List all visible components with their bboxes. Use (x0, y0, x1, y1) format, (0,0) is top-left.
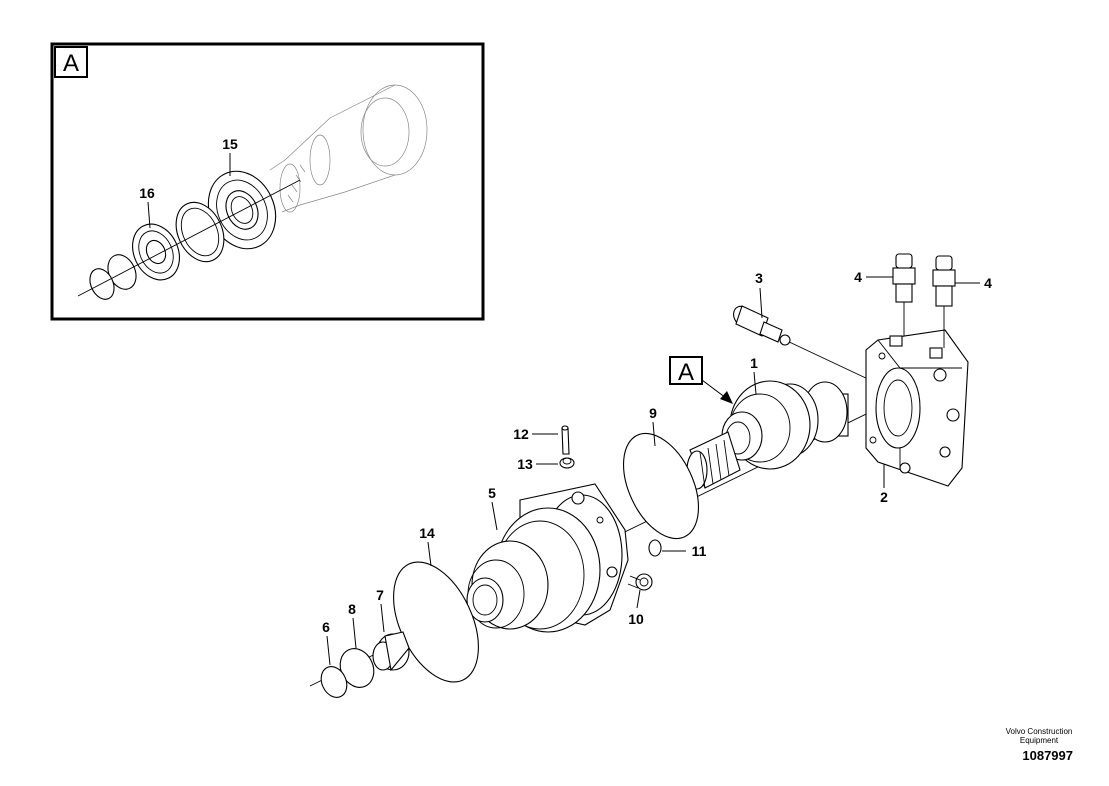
callout-11: 11 (692, 543, 707, 559)
publisher-name: Volvo Construction Equipment (1005, 727, 1073, 745)
callout-2: 2 (880, 489, 888, 505)
nut-13 (559, 457, 575, 469)
callout-4-right: 4 (984, 275, 992, 291)
section-a-label: A (669, 356, 733, 404)
callout-16: 16 (139, 185, 155, 201)
callout-10: 10 (628, 611, 644, 627)
seal-7 (372, 631, 410, 672)
callout-12: 12 (513, 426, 529, 442)
pin-12 (561, 425, 570, 455)
bearing-16 (132, 223, 180, 281)
callout-8: 8 (348, 601, 356, 617)
callout-13: 13 (517, 456, 533, 472)
callout-3: 3 (755, 270, 763, 286)
callout-1: 1 (750, 355, 758, 371)
snap-ring-6 (320, 666, 348, 698)
sensor-3 (733, 305, 791, 346)
cartridge-valve-left (892, 253, 916, 336)
bolt-10 (627, 573, 653, 591)
detail-view-a: A 15 (50, 42, 485, 321)
o-ring-11 (648, 539, 662, 557)
drawing-number: 1087997 (1022, 748, 1073, 763)
callout-15: 15 (222, 136, 238, 152)
callout-4-left: 4 (854, 269, 862, 285)
callout-6: 6 (322, 619, 330, 635)
main-section-letter: A (678, 359, 694, 386)
valve-block-2 (865, 329, 969, 487)
o-ring-9 (623, 432, 699, 540)
callout-7: 7 (376, 587, 384, 603)
callout-9: 9 (649, 405, 657, 421)
motor-unit-1 (686, 380, 849, 490)
housing-5 (466, 483, 629, 633)
shaft-outline (269, 84, 428, 213)
detail-section-letter: A (63, 50, 79, 77)
callout-14: 14 (419, 525, 435, 541)
cartridge-valve-right (932, 255, 956, 348)
callout-5: 5 (488, 485, 496, 501)
